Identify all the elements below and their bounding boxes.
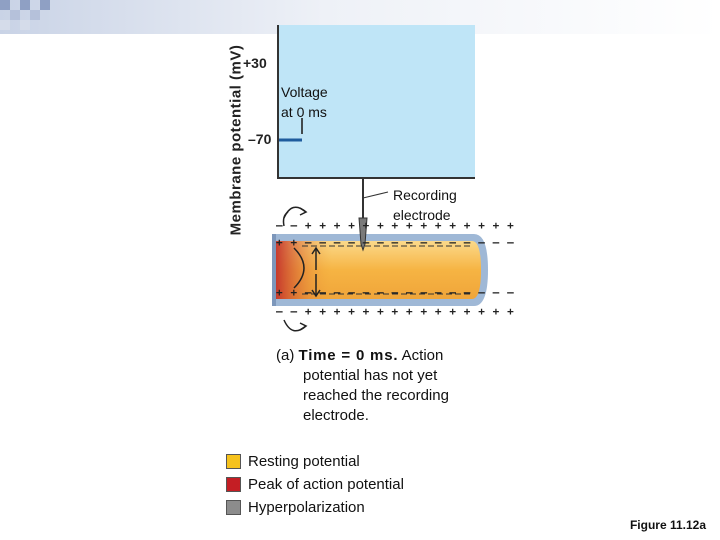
caption-line-1: Action (401, 347, 444, 364)
legend-item-resting: Resting potential (226, 450, 404, 473)
legend-label-peak: Peak of action potential (248, 476, 404, 493)
charges-inner-top: + + – – – – – – – – – – – – – – – (276, 236, 515, 249)
figure-caption: (a) Time = 0 ms. Action potential has no… (276, 346, 496, 426)
charges-outer-top: – – + + + + + + + + + + + + + + + (276, 219, 515, 232)
legend-item-hyperpolarization: Hyperpolarization (226, 496, 404, 519)
voltage-plot (277, 25, 475, 179)
legend-swatch-peak (226, 477, 241, 492)
axon-diagram (272, 178, 488, 332)
caption-bold: Time = 0 ms. (298, 347, 399, 364)
legend-label-hyperpolarization: Hyperpolarization (248, 499, 365, 516)
caption-line-3: reached the recording (303, 387, 449, 404)
caption-line-4: electrode. (303, 407, 369, 424)
figure-label: Figure 11.12a (629, 518, 706, 532)
legend-label-resting: Resting potential (248, 453, 360, 470)
tick-plus30: +30 (243, 55, 267, 71)
caption-part: (a) (276, 347, 295, 364)
legend-swatch-resting (226, 454, 241, 469)
tick-minus70: –70 (248, 131, 272, 147)
charges-inner-bottom: + + – – – – – – – – – – – – – – – (276, 286, 515, 299)
legend-item-peak: Peak of action potential (226, 473, 404, 496)
resting-trace (279, 118, 303, 142)
legend: Resting potential Peak of action potenti… (226, 450, 404, 519)
charges-outer-bottom: – – + + + + + + + + + + + + + + + (276, 305, 515, 318)
legend-swatch-hyperpolarization (226, 500, 241, 515)
caption-line-2: potential has not yet (303, 367, 438, 384)
y-axis-label: Membrane potential (mV) (227, 44, 245, 236)
voltage-annotation: Voltage at 0 ms (281, 84, 328, 120)
electrode-label: Recording electrode (393, 187, 457, 223)
